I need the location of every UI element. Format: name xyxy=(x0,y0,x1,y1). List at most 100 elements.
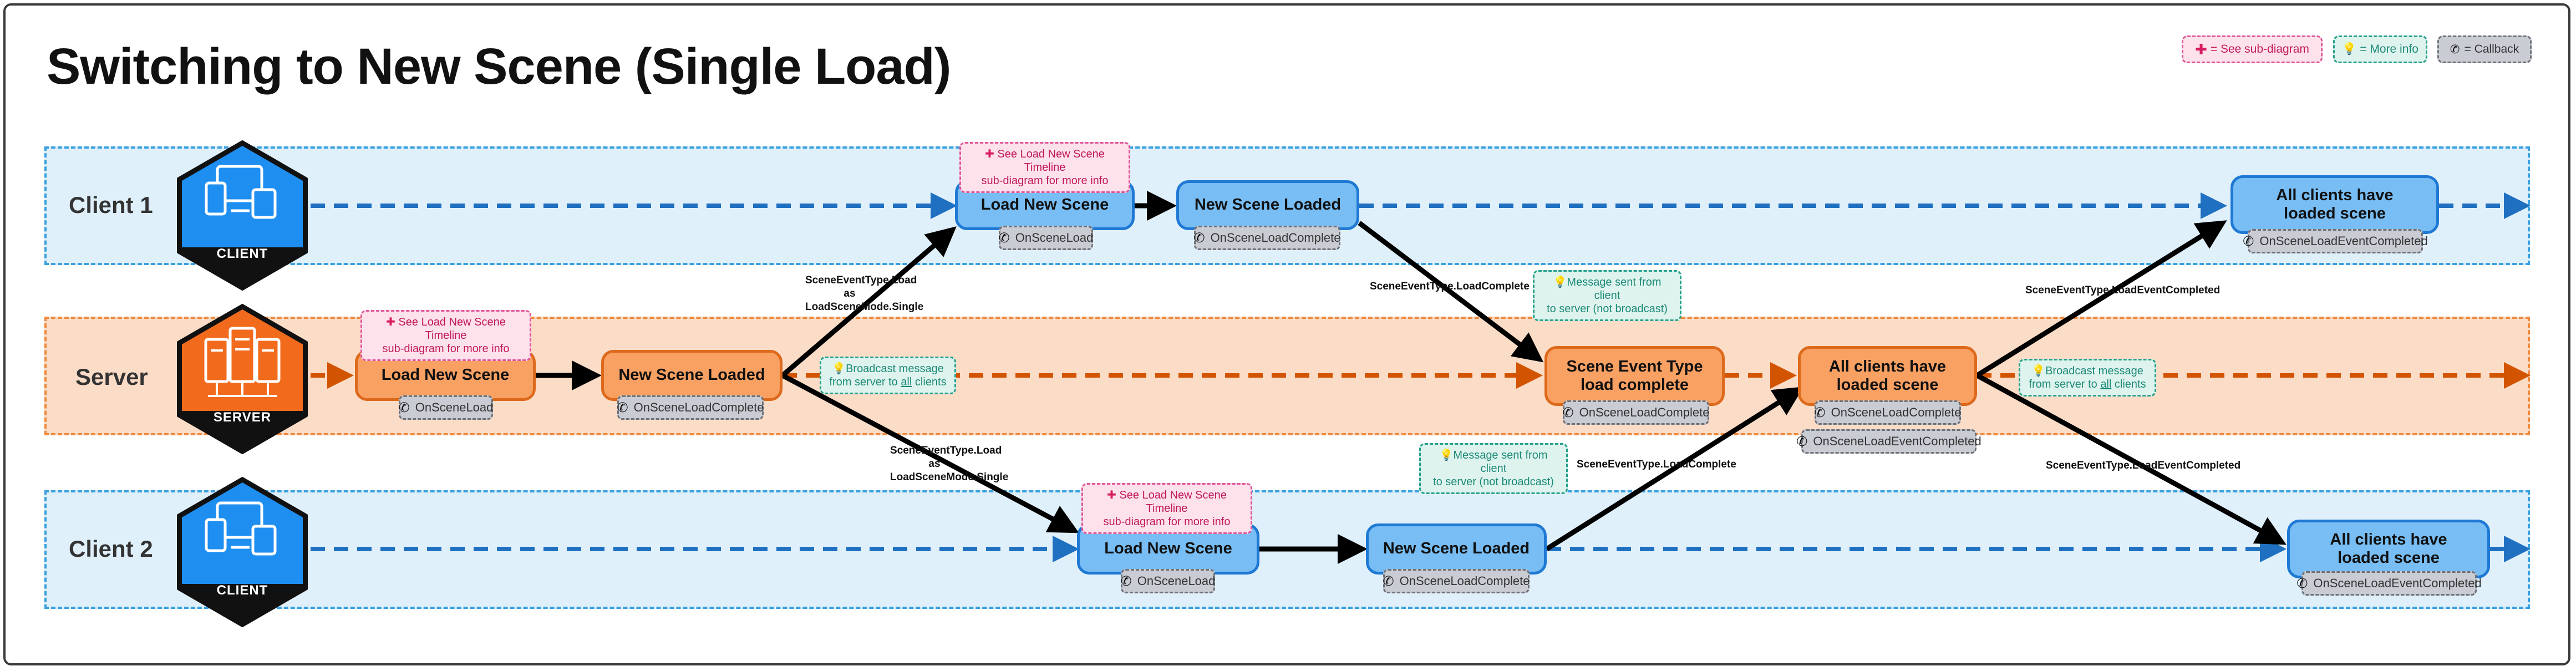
arrow-c1-loaded-to-event xyxy=(1358,221,1544,363)
callback-label: OnSceneLoadEventCompleted xyxy=(1813,434,1981,448)
legend-callback-label: = Callback xyxy=(2464,43,2519,55)
note-line: See Load New Scene Timeline xyxy=(997,148,1105,174)
note-line: sub-diagram for more info xyxy=(1103,516,1231,528)
arrow-server-to-c2-load xyxy=(781,373,1079,533)
node-client1-new-scene-loaded: New Scene Loaded xyxy=(1176,180,1359,230)
lane-label-client-1: Client 1 xyxy=(69,192,153,218)
client-2-badge-label: CLIENT xyxy=(216,583,268,598)
callback-label: OnSceneLoadComplete xyxy=(1399,574,1530,588)
client-1-badge-icon xyxy=(177,140,308,291)
note-subdiagram-client1: ✚ See Load New Scene Timeline sub-diagra… xyxy=(959,142,1130,193)
phone-icon: ✆ xyxy=(998,230,1010,246)
callback-server-event-onsceneloadcomplete: ✆ OnSceneLoadComplete xyxy=(1563,400,1709,425)
note-line: sub-diagram for more info xyxy=(382,343,510,355)
edge-label-line: as xyxy=(928,458,941,470)
edge-label-line: SceneEventType.Load xyxy=(805,274,917,286)
note-line: clients xyxy=(914,376,947,388)
phone-icon: ✆ xyxy=(1562,405,1574,420)
plus-icon: ✚ xyxy=(386,316,395,328)
edge-label-event-completed-client2: SceneEventType.LoadEventCompleted xyxy=(2046,460,2241,471)
legend-more-info-label: = More info xyxy=(2360,43,2419,55)
note-line: See Load New Scene Timeline xyxy=(1119,489,1227,515)
phone-icon: ✆ xyxy=(1120,573,1132,589)
node-server-scene-event-load-complete: Scene Event Type load complete xyxy=(1544,346,1725,406)
note-line: to server (not broadcast) xyxy=(1547,303,1668,315)
lightbulb-icon: 💡 xyxy=(2031,365,2046,377)
edge-label-load-complete-client1: SceneEventType.LoadComplete xyxy=(1370,281,1530,292)
callback-client2-onsceneloadcomplete: ✆ OnSceneLoadComplete xyxy=(1383,569,1530,593)
phone-icon: ✆ xyxy=(1796,434,1808,449)
note-line: Message sent from client xyxy=(1567,276,1662,302)
node-client1-all-clients-loaded: All clients have loaded scene xyxy=(2230,175,2439,234)
callback-server-all-onsceneloadcomplete: ✆ OnSceneLoadComplete xyxy=(1815,400,1961,425)
phone-icon: ✆ xyxy=(1383,573,1394,589)
arrow-all-to-c2 xyxy=(1975,373,2287,545)
legend-callback: ✆ = Callback xyxy=(2437,35,2532,63)
note-emphasis: all xyxy=(901,376,912,388)
client-2-badge-icon xyxy=(177,477,308,627)
client-1-badge-label: CLIENT xyxy=(216,246,268,261)
phone-icon: ✆ xyxy=(398,400,410,415)
phone-icon: ✆ xyxy=(1814,405,1826,420)
callback-label: OnSceneLoadComplete xyxy=(1831,405,1962,419)
note-client-to-server-1: 💡Message sent from client to server (not… xyxy=(1533,270,1681,321)
phone-icon: ✆ xyxy=(2296,576,2308,591)
lightbulb-icon: 💡 xyxy=(832,363,846,375)
callback-label: OnSceneLoadEventCompleted xyxy=(2313,576,2482,590)
callback-server-all-onsceneloadeventcompleted: ✆ OnSceneLoadEventCompleted xyxy=(1796,429,1981,454)
arrow-c2-loaded-to-all xyxy=(1545,387,1804,551)
note-line: See Load New Scene Timeline xyxy=(398,316,506,342)
note-client-to-server-2: 💡Message sent from client to server (not… xyxy=(1419,443,1568,494)
edge-label-load-to-client1: SceneEventType.Load as LoadSceneMode.Sin… xyxy=(805,274,923,313)
legend-more-info: 💡 = More info xyxy=(2333,35,2427,63)
callback-label: OnSceneLoadComplete xyxy=(1579,405,1710,419)
callback-label: OnSceneLoad xyxy=(1137,574,1216,588)
diagram-title: Switching to New Scene (Single Load) xyxy=(47,38,951,95)
legend-subdiagram: ✚ = See sub-diagram xyxy=(2182,35,2323,63)
plus-icon: ✚ xyxy=(2195,40,2207,58)
note-line: to server (not broadcast) xyxy=(1433,476,1554,488)
note-line: Broadcast message xyxy=(846,363,944,375)
arrow-all-to-c1 xyxy=(1975,220,2227,378)
lightbulb-icon: 💡 xyxy=(2342,43,2357,55)
node-client2-new-scene-loaded: New Scene Loaded xyxy=(1366,523,1547,575)
legend-subdiagram-label: = See sub-diagram xyxy=(2210,43,2309,55)
note-broadcast-event-completed: 💡Broadcast message from server to all cl… xyxy=(2019,359,2156,396)
edge-label-load-to-client2: SceneEventType.Load as LoadSceneMode.Sin… xyxy=(890,444,1009,484)
phone-icon: ✆ xyxy=(2450,43,2460,56)
edge-label-event-completed-client1: SceneEventType.LoadEventCompleted xyxy=(2025,284,2221,296)
note-line: from server to xyxy=(829,376,898,388)
note-line: Broadcast message xyxy=(2045,365,2143,377)
note-broadcast-load: 💡Broadcast message from server to all cl… xyxy=(820,357,956,394)
phone-icon: ✆ xyxy=(1193,230,1205,246)
plus-icon: ✚ xyxy=(1107,489,1116,501)
server-badge-label: SERVER xyxy=(213,410,272,425)
node-server-all-clients-loaded: All clients have loaded scene xyxy=(1798,346,1977,406)
callback-label: OnSceneLoadEventCompleted xyxy=(2259,234,2428,248)
edge-label-line: LoadSceneMode.Single xyxy=(890,471,1009,483)
callback-client1-onsceneloadcomplete: ✆ OnSceneLoadComplete xyxy=(1194,226,1340,250)
note-subdiagram-server: ✚ See Load New Scene Timeline sub-diagra… xyxy=(360,310,531,361)
note-line: from server to xyxy=(2029,378,2097,390)
edge-label-line: as xyxy=(844,287,856,299)
arrow-server-to-c1-load xyxy=(781,226,957,378)
callback-label: OnSceneLoadComplete xyxy=(633,400,764,414)
note-emphasis: all xyxy=(2100,378,2112,390)
note-line: Message sent from client xyxy=(1453,449,1548,475)
phone-icon: ✆ xyxy=(2243,233,2254,249)
node-client2-all-clients-loaded: All clients have loaded scene xyxy=(2287,520,2490,578)
note-line: clients xyxy=(2114,378,2146,390)
callback-label: OnSceneLoadComplete xyxy=(1210,231,1341,245)
callback-label: OnSceneLoad xyxy=(1015,231,1094,245)
callback-server-onsceneload: ✆OnSceneLoad xyxy=(399,395,493,420)
plus-icon: ✚ xyxy=(985,148,994,160)
lightbulb-icon: 💡 xyxy=(1553,276,1567,288)
edge-label-line: SceneEventType.Load xyxy=(890,445,1002,456)
note-line: sub-diagram for more info xyxy=(981,175,1109,187)
server-badge-icon xyxy=(177,304,308,454)
callback-client2-onsceneloadeventcompleted: ✆ OnSceneLoadEventCompleted xyxy=(2296,571,2482,596)
callback-client2-onsceneload: ✆ OnSceneLoad xyxy=(1121,569,1215,593)
node-server-new-scene-loaded: New Scene Loaded xyxy=(601,350,783,401)
callback-client1-onsceneloadeventcompleted: ✆ OnSceneLoadEventCompleted xyxy=(2243,229,2428,253)
